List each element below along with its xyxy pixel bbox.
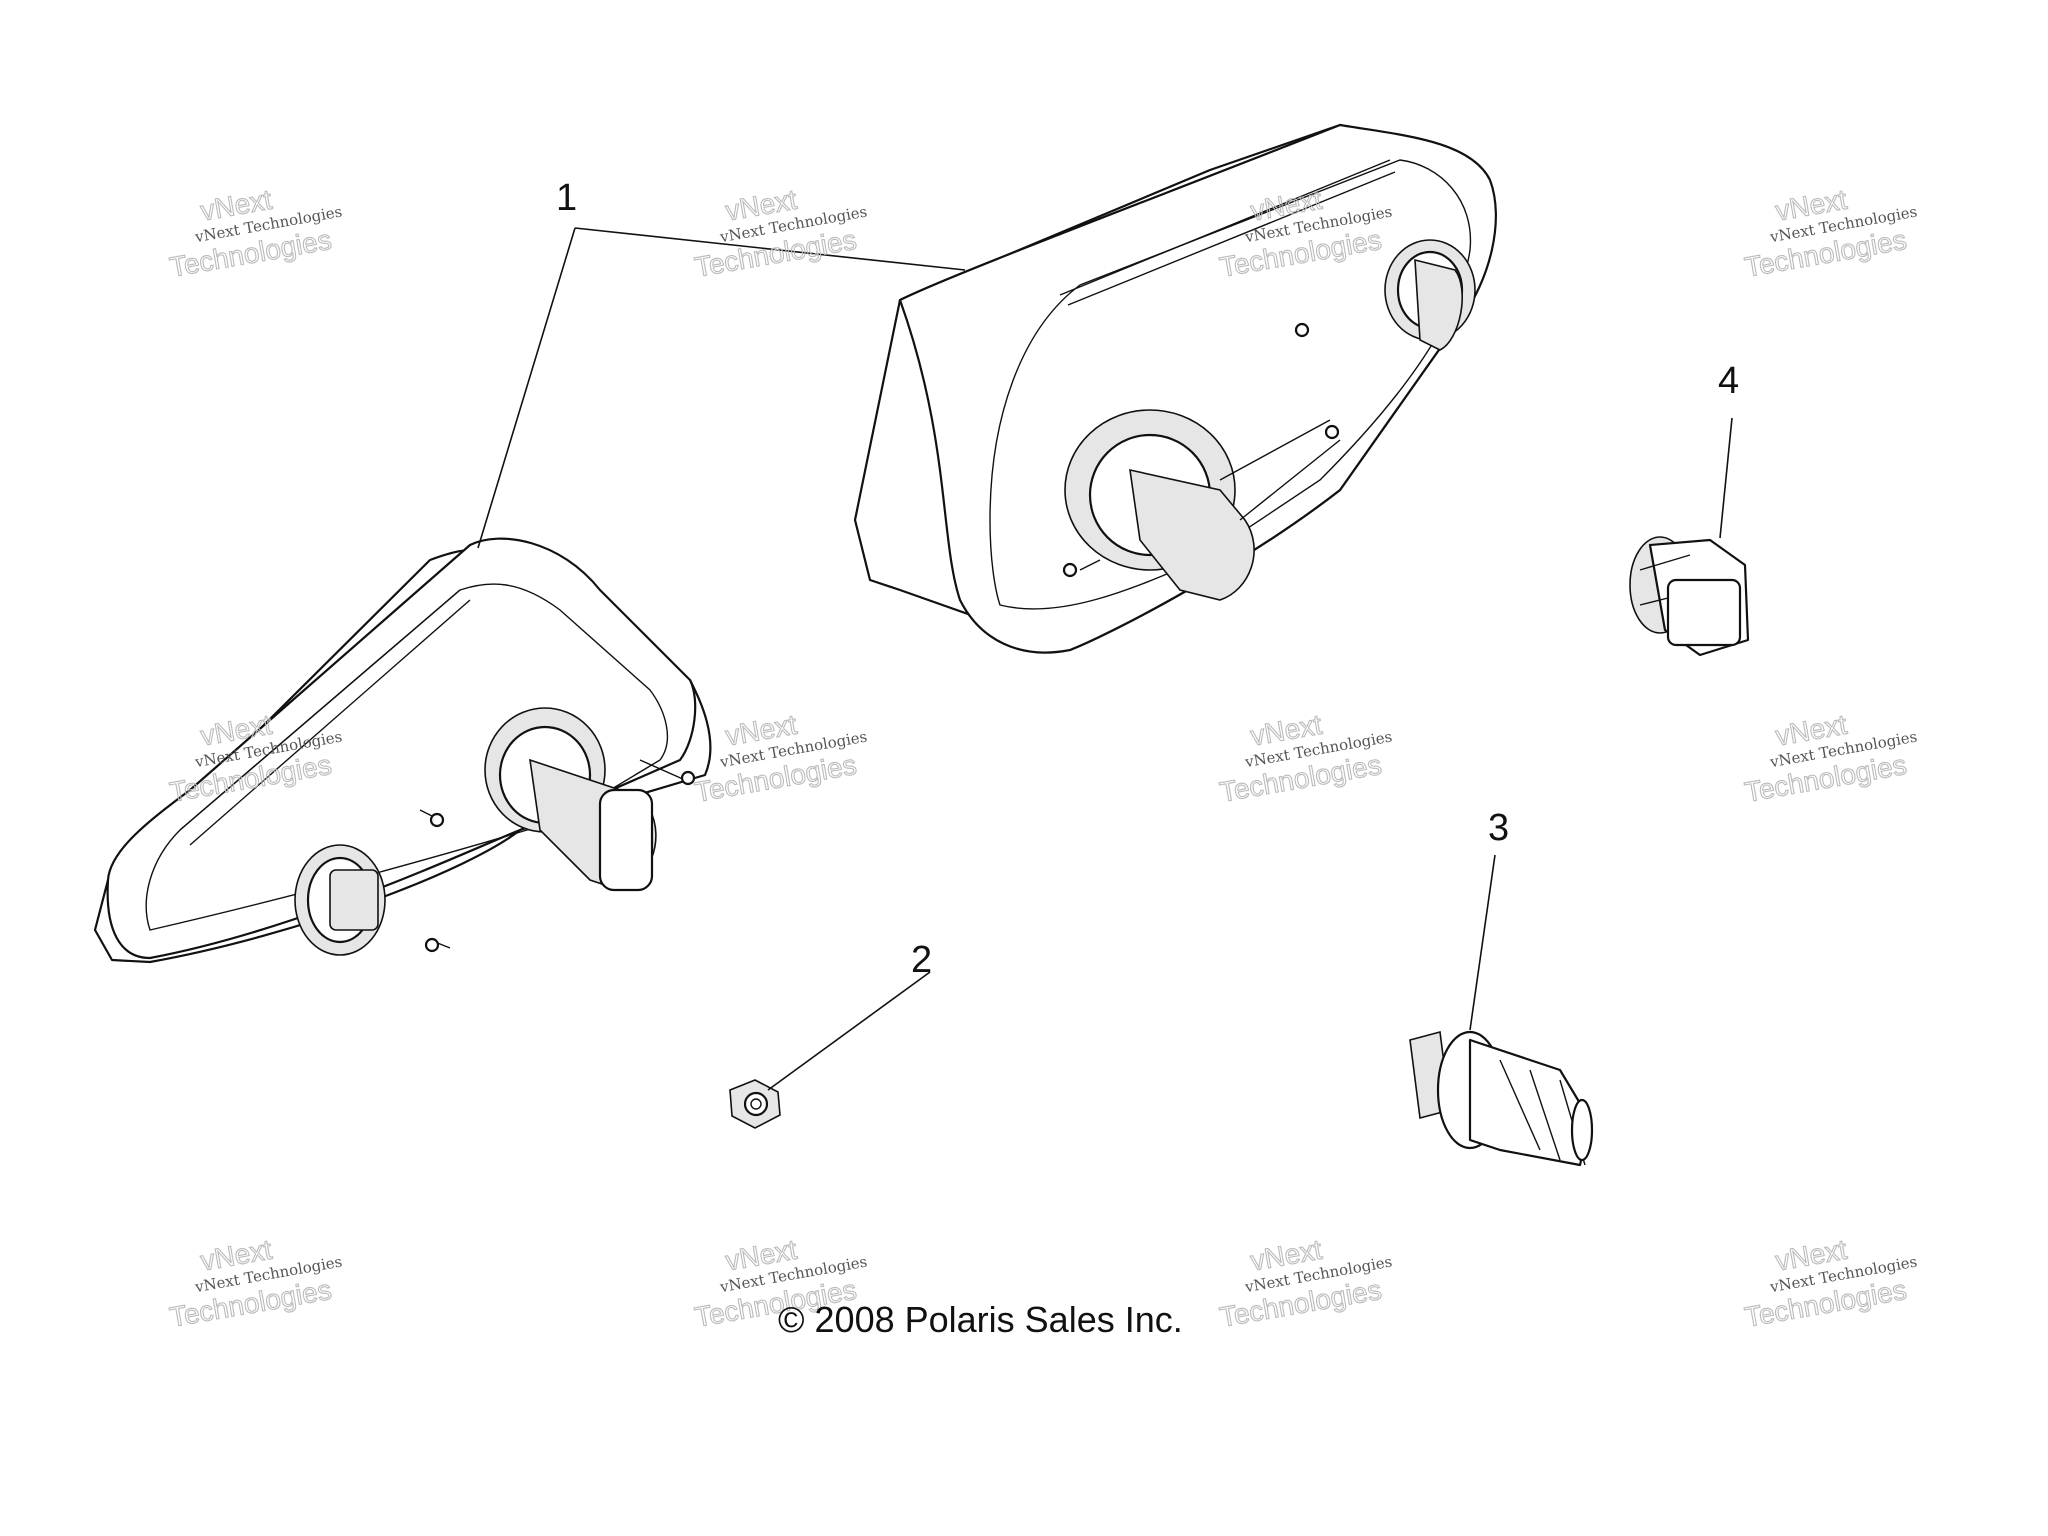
watermark: vNext vNext Technologies Technologies xyxy=(692,708,869,808)
watermark: vNext vNext Technologies Technologies xyxy=(1217,1233,1394,1333)
watermark: vNext vNext Technologies Technologies xyxy=(1742,183,1919,283)
leader-1a xyxy=(574,227,966,271)
callout-1: 1 xyxy=(556,177,577,219)
callout-2: 2 xyxy=(911,939,932,981)
copyright-text: © 2008 Polaris Sales Inc. xyxy=(778,1299,1183,1340)
watermark: vNext vNext Technologies Technologies xyxy=(167,1233,344,1333)
nut-part xyxy=(729,1079,781,1129)
watermark: vNext vNext Technologies Technologies xyxy=(1742,1233,1919,1333)
watermark: vNext vNext Technologies Technologies xyxy=(1217,708,1394,808)
taillight-right xyxy=(853,123,1497,654)
callout-4: 4 xyxy=(1718,360,1739,402)
taillight-left xyxy=(93,537,712,964)
leader-3 xyxy=(1469,854,1496,1031)
leader-4 xyxy=(1719,417,1733,539)
leader-2 xyxy=(767,971,931,1091)
callout-3: 3 xyxy=(1488,807,1509,849)
leader-1b xyxy=(477,227,576,549)
watermark: vNext vNext Technologies Technologies xyxy=(692,183,869,283)
bulb-socket-part xyxy=(1409,1030,1594,1167)
watermark: vNext vNext Technologies Technologies xyxy=(167,183,344,283)
small-socket-part xyxy=(1629,536,1750,657)
watermark-group: vNext vNext Technologies Technologies vN… xyxy=(167,183,1919,1333)
watermark: vNext vNext Technologies Technologies xyxy=(1742,708,1919,808)
leader-lines xyxy=(477,227,1733,1091)
